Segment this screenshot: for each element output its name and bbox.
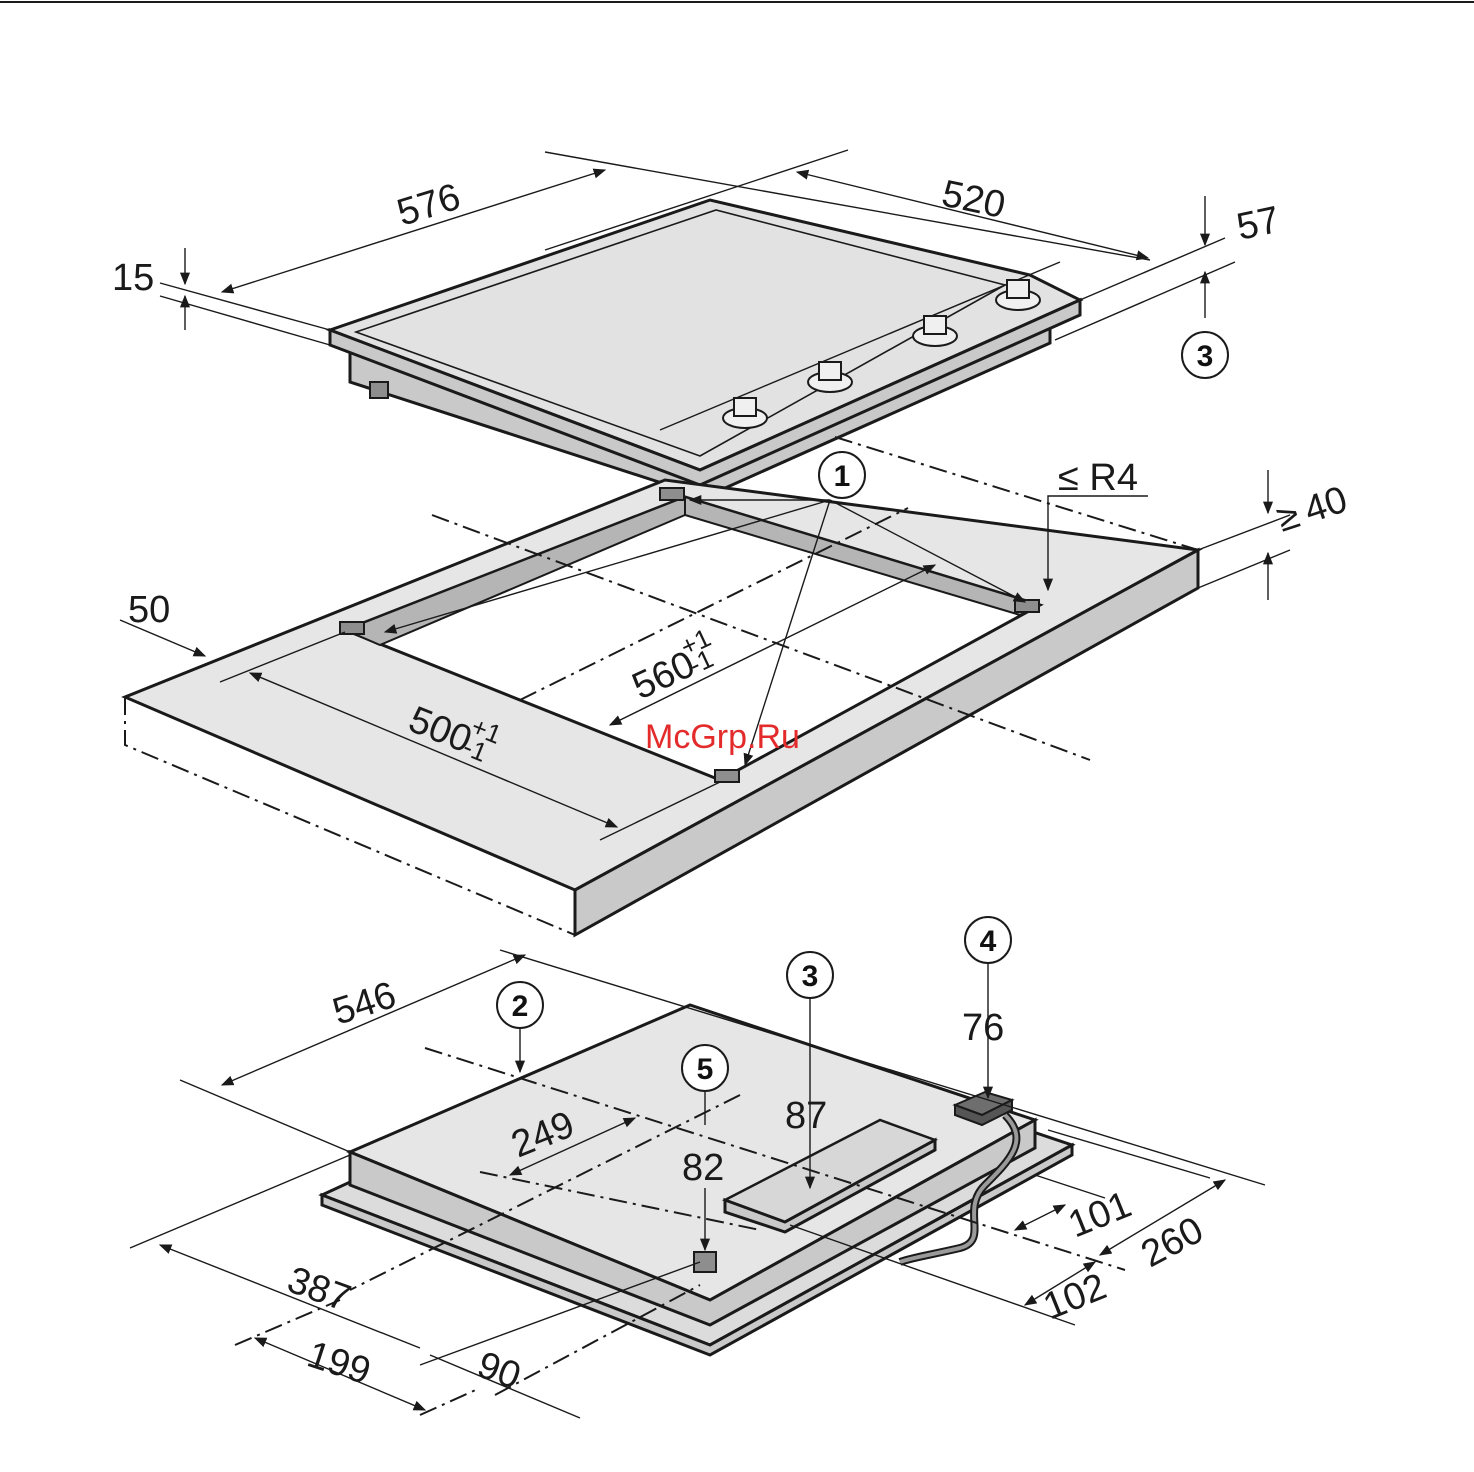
dim-corner-radius: ≤ R4: [1058, 457, 1138, 499]
callout-5: 5: [682, 1045, 728, 1091]
dim-base-90: 90: [472, 1344, 526, 1398]
clip-4: [715, 770, 739, 782]
dim-base-102: 102: [1038, 1266, 1113, 1329]
clip-2: [660, 488, 684, 500]
dim-hob-depth: 520: [938, 173, 1009, 227]
svg-text:2: 2: [512, 990, 529, 1023]
watermark: McGrp.Ru: [645, 718, 800, 756]
callout-4: 4: [965, 917, 1011, 963]
svg-text:5: 5: [697, 1053, 714, 1086]
underside-foot: [694, 1252, 716, 1272]
dim-base-87: 87: [785, 1095, 827, 1137]
callout-3-top: 3: [1182, 332, 1228, 378]
dim-hob-width: 576: [392, 176, 465, 235]
svg-text:3: 3: [1197, 340, 1214, 373]
callout-3-bottom: 3: [787, 952, 833, 998]
hob-unit: [330, 200, 1080, 497]
dim-base-101: 101: [1063, 1184, 1138, 1247]
dim-front-margin: 50: [128, 589, 170, 631]
callout-2: 2: [497, 982, 543, 1028]
dim-base-387: 387: [282, 1259, 356, 1320]
svg-text:3: 3: [802, 960, 819, 993]
dim-base-260: 260: [1135, 1209, 1211, 1276]
hob-glass-top: [330, 200, 1080, 470]
hob-foot: [370, 382, 388, 398]
callout-1: 1: [819, 452, 865, 498]
dim-base-width: 546: [328, 974, 401, 1034]
svg-text:1: 1: [834, 460, 851, 493]
svg-text:4: 4: [980, 925, 997, 958]
dim-hob-height-top: 15: [112, 257, 154, 299]
dim-base-82: 82: [682, 1147, 724, 1189]
dim-base-199: 199: [302, 1334, 375, 1394]
dim-worktop-thickness: ≥40: [1272, 479, 1353, 541]
dim-base-76: 76: [962, 1007, 1004, 1049]
dim-hob-height-total: 57: [1233, 199, 1283, 249]
clip-3: [1015, 600, 1039, 612]
